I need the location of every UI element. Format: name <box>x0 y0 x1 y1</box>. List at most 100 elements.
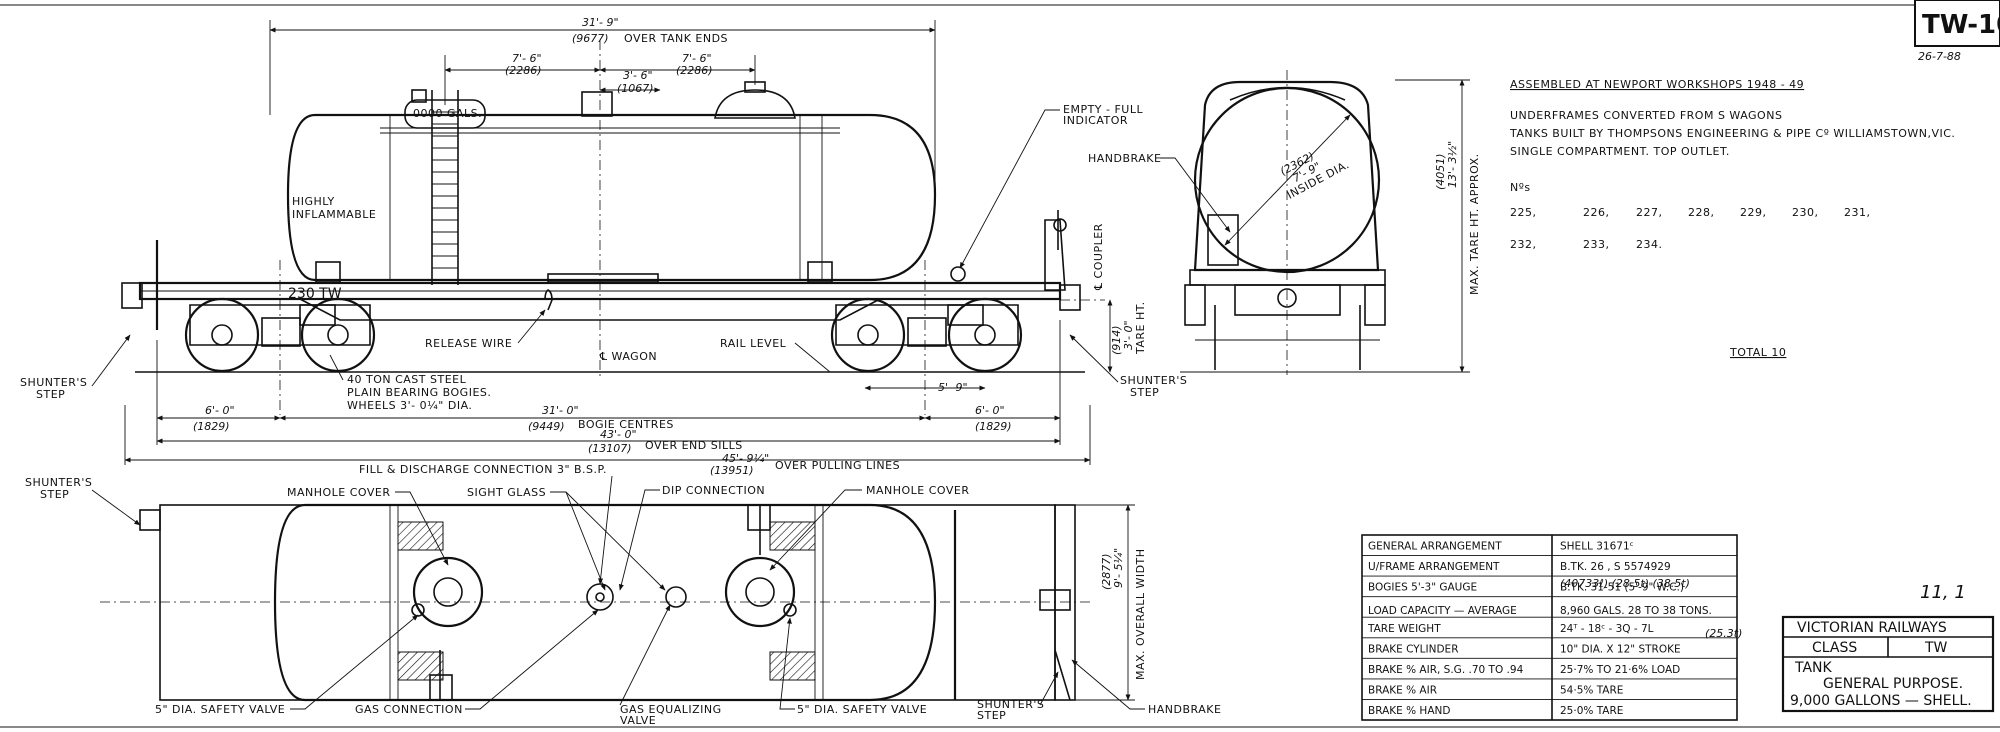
signature: 11, 1 <box>1920 582 1966 603</box>
pulling-lines-label: OVER PULLING LINES <box>775 459 900 472</box>
total-label: TOTAL 10 <box>1729 346 1786 359</box>
dim-7-6-left: 7'- 6" <box>512 52 542 65</box>
sight-glass-label: SIGHT GLASS <box>467 486 546 499</box>
dim-6-0-left-mm: (1829) <box>193 420 230 433</box>
manhole-left <box>412 556 484 628</box>
spec-value: 8,960 GALS. 28 TO 38 TONS. <box>1560 605 1712 617</box>
right-bogie <box>830 297 1023 373</box>
left-bogie <box>184 297 376 373</box>
over-tank-ends-label: OVER TANK ENDS <box>624 32 728 45</box>
wagon-number-item: 225, <box>1510 206 1537 219</box>
title-block: VICTORIAN RAILWAYS CLASS TW TANK GENERAL… <box>1781 615 1995 713</box>
plan-tank-body <box>273 503 937 702</box>
step-plan-left: STEP <box>40 488 69 501</box>
tare-handwritten: (25.3t) <box>1705 627 1742 640</box>
overall-width-mm: (2877) <box>1100 553 1113 590</box>
shunters-step-right: SHUNTER'S <box>1120 374 1187 387</box>
dim-6-0-right: 6'- 0" <box>975 404 1005 417</box>
spec-value: 25·7% TO 21·6% LOAD <box>1560 664 1680 676</box>
inflammable-text: INFLAMMABLE <box>292 208 376 221</box>
sheet-code: TW-10 <box>1922 10 2000 40</box>
title-desc-1: TANK <box>1794 660 1833 676</box>
dim-6-0-right-mm: (1829) <box>975 420 1012 433</box>
overall-width-ft: 9'- 5¼" <box>1112 548 1125 588</box>
wagon-number-item: 226, <box>1583 206 1610 219</box>
shunters-step-plan-left: SHUNTER'S <box>25 476 92 489</box>
spec-value: 54·5% TARE <box>1560 684 1623 696</box>
end-sills-label: OVER END SILLS <box>645 439 743 452</box>
tare-ht-label: TARE HT. <box>1134 301 1147 355</box>
gas-equalizing-valve-label: VALVE <box>620 714 656 727</box>
indicator-label: INDICATOR <box>1063 114 1128 127</box>
spec-label: BRAKE % AIR, S.G. .70 TO .94 <box>1368 664 1524 676</box>
bogie-centres-label: BOGIE CENTRES <box>578 418 674 431</box>
pulling-lines-mm: (13951) <box>710 464 754 477</box>
rail-level-label: RAIL LEVEL <box>720 337 787 350</box>
gas-equalizing-label: GAS EQUALIZING <box>620 703 722 716</box>
spec-value: 24ᵀ - 18ᶜ - 3Q - 7L <box>1560 623 1654 635</box>
spec-value: SHELL 31671ᶜ <box>1560 541 1634 553</box>
fill-discharge-connection <box>586 583 614 611</box>
numbers-row-1: 225,226,227,228,229,230,231, <box>1510 206 1871 219</box>
end-sills-dim: 43'- 0" <box>600 428 637 441</box>
class-label: CLASS <box>1812 640 1857 656</box>
highly-text: HIGHLY <box>292 195 335 208</box>
safety-valve-right-label: 5" DIA. SAFETY VALVE <box>797 703 927 716</box>
coupler-label: ℄ COUPLER <box>1092 223 1105 291</box>
assembled-note: ASSEMBLED AT NEWPORT WORKSHOPS 1948 - 49 <box>1510 78 1804 91</box>
wagon-centre-label: ℄ WAGON <box>599 350 657 363</box>
overall-width-label: MAX. OVERALL WIDTH <box>1134 548 1147 680</box>
wagon-number-item: 230, <box>1792 206 1819 219</box>
spec-label: BRAKE % HAND <box>1368 705 1450 717</box>
tank-body <box>286 113 937 282</box>
handbrake-plan-label: HANDBRAKE <box>1148 703 1221 716</box>
pulling-lines-dim: 45'- 9¼" <box>722 452 769 465</box>
dim-6-0-left: 6'- 0" <box>205 404 235 417</box>
empty-full-label: EMPTY - FULL <box>1063 103 1143 116</box>
over-tank-ends-mm: (9677) <box>572 32 609 45</box>
notes: ASSEMBLED AT NEWPORT WORKSHOPS 1948 - 49… <box>1509 78 1955 359</box>
dim-7-6-right: 7'- 6" <box>682 52 712 65</box>
handbrake-end-label: HANDBRAKE <box>1088 152 1161 165</box>
dip-connection-label: DIP CONNECTION <box>662 484 765 497</box>
empty-full-indicator <box>950 266 966 282</box>
class-value: TW <box>1924 640 1948 656</box>
shunters-step-left: SHUNTER'S <box>20 376 87 389</box>
spec-label: TARE WEIGHT <box>1367 623 1441 635</box>
plan-view: FILL & DISCHARGE CONNECTION 3" B.S.P. MA… <box>25 463 1221 727</box>
wagon-number-item: 228, <box>1688 206 1715 219</box>
safety-valve-left-label: 5" DIA. SAFETY VALVE <box>155 703 285 716</box>
manhole-dome <box>714 89 796 119</box>
sheet-date: 26-7-88 <box>1918 50 1961 63</box>
side-view: 0000 GALS. HIGHLY INFLAMMABLE 230 TW <box>20 16 1187 477</box>
numbers-row-2: 232,233,234. <box>1510 238 1663 251</box>
bogie-note-2: PLAIN BEARING BOGIES. <box>347 386 491 399</box>
spec-label: GENERAL ARRANGEMENT <box>1368 541 1502 553</box>
step-left: STEP <box>36 388 65 401</box>
release-wire-label: RELEASE WIRE <box>425 337 512 350</box>
bogie-note-3: WHEELS 3'- 0¼" DIA. <box>347 399 472 412</box>
manhole-left-label: MANHOLE COVER <box>287 486 391 499</box>
wagon-number-item: 231, <box>1844 206 1871 219</box>
wagon-number-item: 232, <box>1510 238 1537 251</box>
spec-value: B.TK. 31-51 (5'-9" W.C.) <box>1560 582 1684 594</box>
capacity-handwritten: (40733ℓ) (28.5t) (38.5t) <box>1560 577 1690 590</box>
spec-label: U/FRAME ARRANGEMENT <box>1368 561 1500 573</box>
wagon-number: 230 TW <box>288 286 342 302</box>
spec-value: 25·0% TARE <box>1560 705 1623 717</box>
max-ht-label: MAX. TARE HT. APPROX. <box>1468 153 1481 295</box>
dim-5-9: 5'- 9" <box>938 381 968 394</box>
spec-label: BOGIES 5'-3" GAUGE <box>1368 582 1477 594</box>
numbers-label: Nºs <box>1510 181 1531 194</box>
wagon-number-item: 234. <box>1636 238 1663 251</box>
fill-discharge-label: FILL & DISCHARGE CONNECTION 3" B.S.P. <box>359 463 607 476</box>
gas-connection-label: GAS CONNECTION <box>355 703 463 716</box>
note-tanks-built: TANKS BUILT BY THOMPSONS ENGINEERING & P… <box>1509 127 1955 140</box>
note-single-compartment: SINGLE COMPARTMENT. TOP OUTLET. <box>1510 145 1730 158</box>
railway-name: VICTORIAN RAILWAYS <box>1797 620 1947 636</box>
over-tank-ends-dim: 31'- 9" <box>582 16 619 29</box>
note-underframes: UNDERFRAMES CONVERTED FROM S WAGONS <box>1510 109 1782 122</box>
spec-label: LOAD CAPACITY — AVERAGE <box>1368 605 1517 617</box>
